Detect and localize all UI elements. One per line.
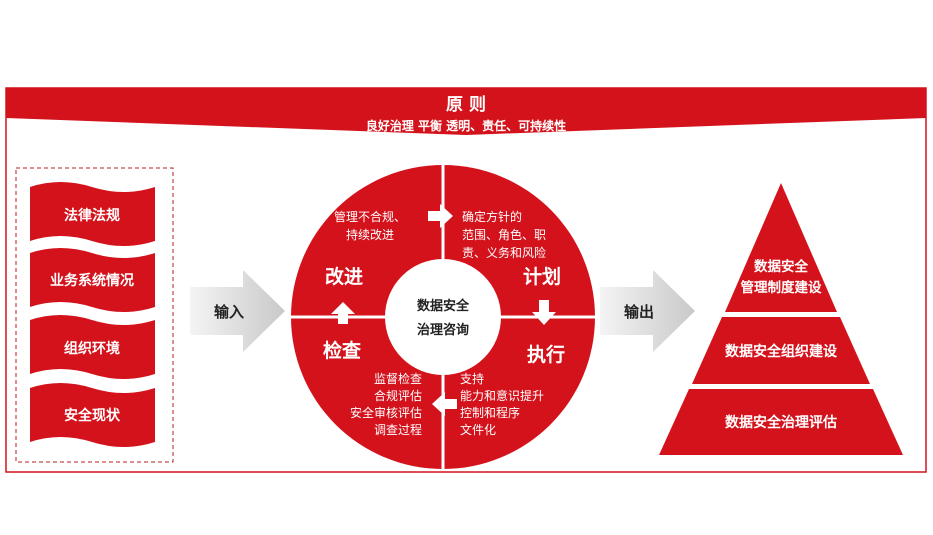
pyramid-level-top — [725, 183, 837, 312]
pyramid-level-bottom — [659, 389, 903, 455]
plan-text-line: 范围、角色、职 — [462, 228, 546, 242]
cycle-center-line1: 数据安全 — [417, 298, 470, 314]
plan-text-line: 责、义务和风险 — [462, 245, 546, 260]
arrow-up-icon — [331, 302, 355, 324]
check-text-line: 安全审核评估 — [350, 405, 422, 420]
arrow-down-icon — [532, 300, 556, 325]
output-arrow-label: 输出 — [624, 303, 654, 321]
do-label: 执行 — [527, 343, 565, 366]
principle-banner — [6, 88, 926, 135]
act-text-line: 持续改进 — [346, 227, 394, 242]
check-text-line: 合规评估 — [374, 388, 422, 403]
act-label: 改进 — [325, 265, 363, 288]
input-label: 业务系统情况 — [50, 272, 134, 289]
cycle-center — [385, 259, 501, 375]
input-label: 法律法规 — [64, 207, 120, 224]
input-arrow-label: 输入 — [214, 303, 244, 321]
input-banner: 组织环境 — [30, 315, 155, 379]
input-label: 安全现状 — [64, 407, 121, 424]
input-banner: 业务系统情况 — [30, 248, 155, 312]
input-banner: 法律法规 — [30, 182, 155, 246]
arrow-left-icon — [432, 392, 457, 416]
principle-subtitle: 良好治理 平衡 透明、责任、可持续性 — [366, 118, 566, 133]
check-label: 检查 — [323, 339, 362, 362]
do-text-line: 支持 — [460, 371, 484, 386]
arrow-right-icon — [428, 204, 453, 228]
inputs-box — [15, 167, 174, 463]
principle-title: 原 则 — [446, 94, 486, 115]
input-label: 组织环境 — [64, 340, 120, 357]
do-text-line: 能力和意识提升 — [460, 388, 544, 403]
do-text-line: 文件化 — [460, 422, 496, 437]
pyramid-top-line: 管理制度建设 — [741, 279, 822, 296]
pyramid-bottom-label: 数据安全治理评估 — [725, 414, 837, 431]
check-text-line: 监督检查 — [374, 371, 422, 386]
check-text-line: 调查过程 — [374, 422, 422, 437]
pyramid-top-line: 数据安全 — [754, 258, 808, 275]
plan-label: 计划 — [523, 265, 561, 288]
input-banner: 安全现状 — [30, 383, 155, 447]
plan-text-line: 确定方针的 — [462, 209, 522, 224]
pyramid-middle-label: 数据安全组织建设 — [725, 343, 838, 360]
do-text-line: 控制和程序 — [460, 405, 520, 420]
pyramid-level-middle — [692, 317, 870, 384]
output-arrow — [600, 270, 695, 352]
cycle-center-line2: 治理咨询 — [417, 322, 469, 338]
input-arrow — [190, 270, 285, 352]
act-text-line: 管理不合规、 — [334, 209, 406, 224]
